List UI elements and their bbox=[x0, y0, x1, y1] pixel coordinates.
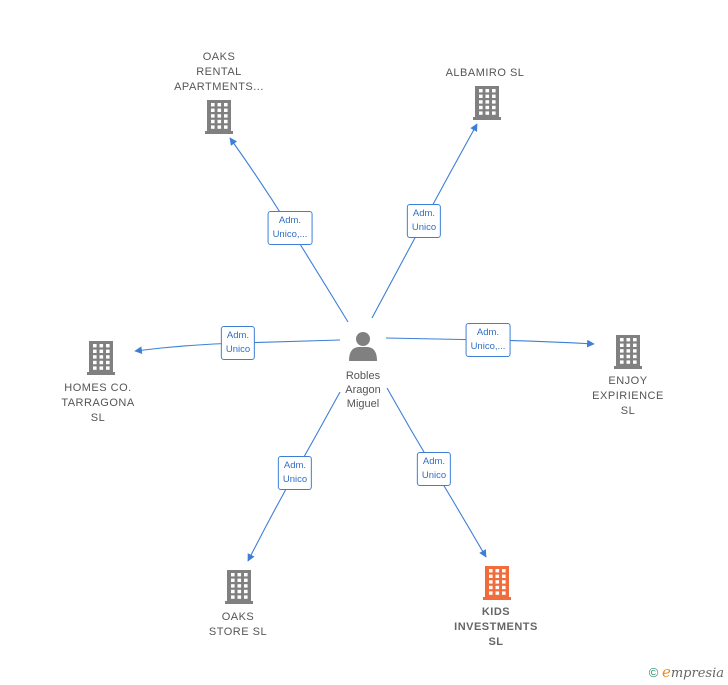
company-label-line: KIDS bbox=[481, 606, 511, 618]
copyright-symbol: © bbox=[648, 665, 659, 680]
company-label-line: SL bbox=[620, 405, 636, 417]
edge-label-line: Unico bbox=[421, 470, 447, 481]
edge-label-line: Adm. bbox=[226, 330, 250, 341]
building-icon[interactable] bbox=[87, 341, 115, 375]
building-icon[interactable] bbox=[205, 100, 233, 134]
edge-label-line: Adm. bbox=[283, 460, 307, 471]
person-icon[interactable] bbox=[349, 332, 377, 361]
edge-label-line: Adm. bbox=[422, 456, 446, 467]
company-label-line: APARTMENTS... bbox=[174, 81, 264, 93]
company-label-line: ENJOY bbox=[608, 375, 648, 387]
footer-brand: © empresia bbox=[649, 663, 724, 681]
edge-label-line: Unico,... bbox=[272, 229, 308, 240]
edge-label-albamiro[interactable]: Adm. Unico bbox=[406, 204, 442, 238]
company-label-homes-co[interactable]: HOMES CO. TARRAGONA SL bbox=[61, 381, 134, 426]
company-label-line: EXPIRIENCE bbox=[592, 390, 664, 402]
edge-label-line: Unico,... bbox=[470, 341, 506, 352]
building-icon[interactable] bbox=[483, 566, 511, 600]
center-line-1: Robles bbox=[345, 370, 381, 382]
company-label-line: ALBAMIRO SL bbox=[445, 67, 525, 79]
company-label-line: INVESTMENTS bbox=[454, 621, 538, 633]
brand-name: mpresia bbox=[670, 666, 724, 681]
icons-layer bbox=[87, 86, 642, 604]
edge-label-line: Unico bbox=[282, 474, 308, 485]
edge-label-oaks-store[interactable]: Adm. Unico bbox=[277, 456, 313, 490]
company-label-line: RENTAL bbox=[196, 66, 242, 78]
edge-label-line: Adm. bbox=[278, 215, 302, 226]
edge-label-enjoy[interactable]: Adm. Unico,... bbox=[465, 323, 511, 357]
edge-label-line: Unico bbox=[225, 344, 251, 355]
building-icon[interactable] bbox=[614, 335, 642, 369]
company-label-line: SL bbox=[90, 412, 106, 424]
building-icon[interactable] bbox=[473, 86, 501, 120]
company-label-line: SL bbox=[488, 636, 504, 648]
company-label-line: STORE SL bbox=[208, 626, 268, 638]
company-label-line: OAKS bbox=[202, 51, 236, 63]
edge-label-line: Adm. bbox=[476, 327, 500, 338]
edge-label-homes-co[interactable]: Adm. Unico bbox=[220, 326, 256, 360]
center-person-label[interactable]: Robles Aragon Miguel bbox=[345, 369, 380, 411]
company-label-oaks-rental[interactable]: OAKS RENTAL APARTMENTS... bbox=[174, 50, 264, 95]
company-label-kids[interactable]: KIDS INVESTMENTS SL bbox=[454, 605, 538, 650]
brand-initial: e bbox=[661, 663, 671, 681]
building-icon[interactable] bbox=[225, 570, 253, 604]
center-line-3: Miguel bbox=[346, 398, 380, 410]
center-line-2: Aragon bbox=[345, 384, 381, 396]
company-label-line: OAKS bbox=[221, 611, 255, 623]
company-label-enjoy[interactable]: ENJOY EXPIRIENCE SL bbox=[592, 374, 664, 419]
company-label-line: TARRAGONA bbox=[61, 397, 135, 409]
company-label-albamiro[interactable]: ALBAMIRO SL bbox=[446, 66, 525, 81]
edge-label-kids[interactable]: Adm. Unico bbox=[416, 452, 452, 486]
edge-label-line: Adm. bbox=[412, 208, 436, 219]
company-label-line: HOMES CO. bbox=[64, 382, 132, 394]
edge-label-line: Unico bbox=[411, 222, 437, 233]
edge-label-oaks-rental[interactable]: Adm. Unico,... bbox=[267, 211, 313, 245]
company-label-oaks-store[interactable]: OAKS STORE SL bbox=[209, 610, 267, 640]
